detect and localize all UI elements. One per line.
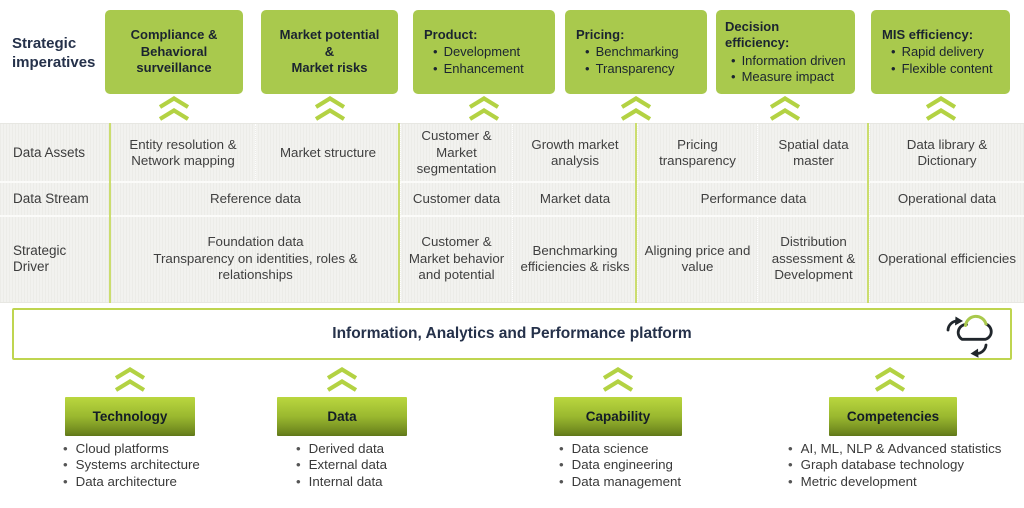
imperative-bullet: Measure impact (731, 69, 847, 86)
up-chevron-icon (326, 367, 358, 392)
strategic-driver-cell: Distribution assessment & Development (757, 216, 869, 302)
platform-title: Information, Analytics and Performance p… (332, 325, 692, 342)
imperative-bullet: Flexible content (891, 61, 1002, 78)
list-item: AI, ML, NLP & Advanced statistics (788, 441, 1002, 457)
competencies-list: AI, ML, NLP & Advanced statistics Graph … (788, 441, 1002, 490)
imperative-title: Pricing: (576, 26, 625, 42)
imperative-bullet-list: Rapid delivery Flexible content (882, 44, 1002, 77)
list-item: Data management (559, 474, 681, 490)
foundation-box-data: Data (277, 397, 407, 436)
strategic-driver-cell: Foundation data Transparency on identiti… (110, 216, 400, 302)
table-section-divider (398, 123, 400, 303)
strategic-driver-cell: Customer & Market behavior and potential (400, 216, 512, 302)
imperative-title: MIS efficiency: (882, 26, 974, 42)
imperative-box-decision-efficiency: Decision efficiency: Information driven … (716, 10, 855, 94)
imperative-title: Market potential & Market risks (279, 27, 380, 76)
imperative-box-pricing: Pricing: Benchmarking Transparency (565, 10, 707, 94)
data-assets-cell: Growth market analysis (512, 124, 637, 182)
platform-bar: Information, Analytics and Performance p… (12, 308, 1012, 360)
imperative-title: Product: (424, 26, 478, 42)
foundation-box-competencies: Competencies (829, 397, 957, 436)
data-stream-cell: Customer data (400, 182, 512, 216)
up-chevron-icon (620, 96, 652, 121)
imperative-box-market-potential: Market potential & Market risks (261, 10, 398, 94)
strategic-driver-cell: Operational efficiencies (869, 216, 1024, 302)
up-chevron-icon (602, 367, 634, 392)
data-table: Data Assets Entity resolution & Network … (0, 123, 1024, 303)
row-label-data-stream: Data Stream (13, 190, 89, 206)
data-assets-cell: Pricing transparency (637, 124, 757, 182)
data-assets-cell: Customer & Market segmentation (400, 124, 512, 182)
foundation-title: Technology (92, 409, 168, 424)
up-chevron-icon (114, 367, 146, 392)
imperative-box-product: Product: Development Enhancement (413, 10, 555, 94)
up-chevron-icon (769, 96, 801, 121)
imperative-bullet: Information driven (731, 53, 847, 70)
cloud-sync-icon (946, 314, 993, 358)
foundation-box-capability: Capability (554, 397, 682, 436)
data-stream-cell: Performance data (637, 182, 869, 216)
imperative-bullet: Development (433, 44, 547, 61)
foundation-title: Data (327, 409, 357, 424)
capability-list: Data science Data engineering Data manag… (559, 441, 681, 490)
up-chevron-icon (314, 96, 346, 121)
data-assets-cell: Entity resolution & Network mapping (110, 124, 255, 182)
list-item: Systems architecture (63, 457, 200, 473)
up-chevron-icon (925, 96, 957, 121)
list-item: External data (296, 457, 387, 473)
table-row-divider (0, 215, 1024, 217)
list-item: Data engineering (559, 457, 681, 473)
up-chevron-icon (158, 96, 190, 121)
strategic-driver-cell: Benchmarking efficiencies & risks (512, 216, 637, 302)
imperative-bullet-list: Development Enhancement (424, 44, 547, 77)
imperative-bullet-list: Information driven Measure impact (725, 53, 847, 86)
imperative-bullet: Benchmarking (585, 44, 699, 61)
list-item: Graph database technology (788, 457, 1001, 473)
list-item: Metric development (788, 474, 1001, 490)
table-section-divider (109, 123, 111, 303)
row-label-data-assets: Data Assets (13, 144, 86, 160)
list-item: Data science (559, 441, 681, 457)
list-item: Internal data (296, 474, 387, 490)
list-item: Derived data (296, 441, 387, 457)
foundation-title: Capability (585, 409, 651, 424)
data-stream-cell: Operational data (869, 182, 1024, 216)
imperative-title: Compliance & Behavioral surveillance (130, 27, 218, 76)
imperative-box-compliance: Compliance & Behavioral surveillance (105, 10, 243, 94)
list-item: Cloud platforms (63, 441, 200, 457)
up-chevron-icon (468, 96, 500, 121)
data-list: Derived data External data Internal data (296, 441, 387, 490)
strategic-imperatives-label: Strategic imperatives (12, 35, 96, 71)
data-assets-cell: Market structure (255, 124, 400, 182)
imperative-bullet: Enhancement (433, 61, 547, 78)
list-item: Data architecture (63, 474, 200, 490)
imperative-title: Decision efficiency: (725, 18, 790, 51)
table-section-divider (867, 123, 869, 303)
imperative-bullet-list: Benchmarking Transparency (576, 44, 699, 77)
data-stream-cell: Reference data (110, 182, 400, 216)
row-label-strategic-driver: Strategic Driver (13, 242, 67, 275)
strategic-driver-cell: Aligning price and value (637, 216, 757, 302)
data-stream-cell: Market data (512, 182, 637, 216)
table-row-divider (0, 181, 1024, 183)
imperative-bullet: Rapid delivery (891, 44, 1002, 61)
technology-list: Cloud platforms Systems architecture Dat… (63, 441, 200, 490)
foundation-box-technology: Technology (65, 397, 195, 436)
table-section-divider (635, 123, 637, 303)
data-assets-cell: Data library & Dictionary (869, 124, 1024, 182)
imperative-bullet: Transparency (585, 61, 699, 78)
imperative-box-mis-efficiency: MIS efficiency: Rapid delivery Flexible … (871, 10, 1010, 94)
up-chevron-icon (874, 367, 906, 392)
data-assets-cell: Spatial data master (757, 124, 869, 182)
foundation-title: Competencies (846, 409, 940, 424)
